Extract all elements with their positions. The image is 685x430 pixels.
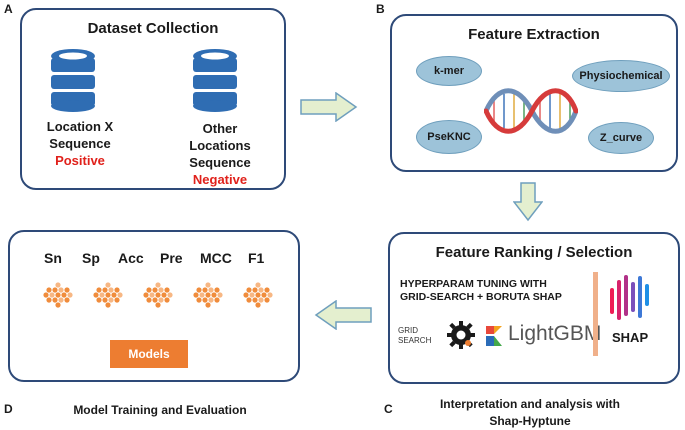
hexagon-cluster-icon [143, 282, 173, 308]
metric-mcc: MCC [200, 250, 232, 266]
models-label: Models [110, 340, 188, 368]
metric-sn: Sn [44, 250, 62, 266]
negative-line2: Locations [189, 138, 251, 153]
lightgbm-text: LightGBM [508, 322, 602, 345]
model-evaluation-box: Sn Sp Acc Pre MCC F1 Models [8, 230, 300, 382]
panel-letter-b: B [376, 2, 385, 16]
hyperparam-tuning-text: HYPERPARAM TUNING WITH GRID-SEARCH + BOR… [400, 278, 590, 304]
negative-line1: Other [202, 121, 238, 136]
positive-dataset-label: Location X Sequence Positive [30, 118, 130, 169]
dna-helix-icon [484, 88, 578, 134]
panel-letter-a: A [4, 2, 13, 16]
grid-search-logo: GRID SEARCH [398, 326, 431, 346]
arrow-left-icon [314, 300, 372, 330]
hyperparam-line1: HYPERPARAM TUNING WITH [400, 278, 547, 290]
feature-ranking-box: Feature Ranking / Selection HYPERPARAM T… [388, 232, 680, 384]
shap-divider [593, 272, 598, 356]
caption-d: Model Training and Evaluation [73, 403, 247, 417]
positive-line2: Sequence [49, 136, 111, 151]
dataset-collection-title: Dataset Collection [87, 20, 219, 37]
metric-sp: Sp [82, 250, 100, 266]
feature-ranking-title: Feature Ranking / Selection [435, 244, 633, 261]
caption-c: Interpretation and analysis with Shap-Hy… [420, 396, 640, 430]
dataset-collection-box: Dataset Collection Location X Sequence P… [20, 8, 286, 190]
negative-tag: Negative [192, 172, 248, 187]
feature-extraction-title: Feature Extraction [468, 26, 600, 43]
feature-extraction-box: Feature Extraction k-mer Physiochemical … [390, 14, 678, 172]
database-icon [193, 49, 237, 112]
lightgbm-logo [486, 326, 502, 346]
feature-physiochemical: Physiochemical [572, 60, 670, 92]
caption-c-line1: Interpretation and analysis with [439, 397, 621, 411]
caption-c-line2: Shap-Hyptune [489, 414, 571, 428]
hexagon-cluster-icon [193, 282, 223, 308]
metric-pre: Pre [160, 250, 183, 266]
hexagon-cluster-icon [93, 282, 123, 308]
negative-line3: Sequence [189, 155, 251, 170]
hyperparam-line2: GRID-SEARCH + BORUTA SHAP [400, 291, 562, 303]
feature-zcurve: Z_curve [588, 122, 654, 154]
arrow-right-icon [300, 92, 358, 122]
negative-dataset-label: Other Locations Sequence Negative [170, 120, 270, 188]
grid-search-line2: SEARCH [398, 336, 432, 345]
metric-acc: Acc [118, 250, 144, 266]
shap-text: SHAP [612, 330, 649, 345]
metric-f1: F1 [248, 250, 265, 266]
feature-kmer: k-mer [416, 56, 482, 86]
arrow-down-icon [513, 182, 543, 222]
panel-letter-c: C [384, 402, 393, 416]
hexagon-cluster-icon [43, 282, 73, 308]
hexagon-cluster-icon [243, 282, 273, 308]
gear-icon [447, 321, 475, 349]
shap-logo [610, 275, 649, 320]
panel-letter-d: D [4, 402, 13, 416]
positive-line1: Location X [46, 119, 114, 134]
positive-tag: Positive [55, 153, 105, 168]
grid-search-line1: GRID [398, 326, 418, 335]
feature-pseknc: PseKNC [416, 120, 482, 154]
database-icon [51, 49, 95, 112]
